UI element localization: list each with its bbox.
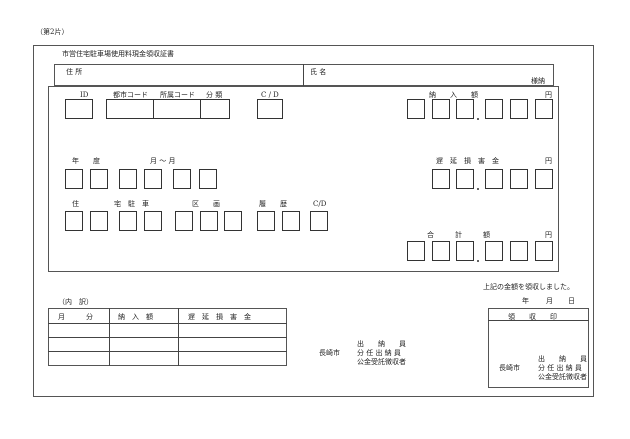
section-label: 区 画: [192, 200, 220, 208]
history-digit-2[interactable]: [282, 211, 300, 231]
stamp-box: [488, 308, 589, 388]
sheet-number: （第2片）: [36, 28, 69, 36]
table-col-divider: [178, 308, 179, 366]
official-city: 長崎市: [319, 349, 340, 357]
category-label: 分 類: [206, 91, 223, 99]
comma-mark: [477, 118, 479, 120]
date-day-label: 日: [568, 297, 575, 305]
form-title: 市営住宅駐車場使用料現金領収証書: [62, 50, 174, 58]
date-month-label: 月: [546, 297, 553, 305]
section-digit-2[interactable]: [200, 211, 218, 231]
late-fee-digit-1[interactable]: [432, 169, 450, 189]
table-row-divider: [48, 351, 287, 352]
total-digit-1[interactable]: [407, 241, 425, 261]
form-frame: [33, 45, 594, 397]
cd-field[interactable]: [257, 99, 283, 119]
stamp-divider: [488, 320, 589, 321]
official-line-3: 公金受託徴収者: [357, 358, 406, 366]
housing-digit-1[interactable]: [65, 211, 83, 231]
month-from-digit-2[interactable]: [144, 169, 162, 189]
late-fee-digit-4[interactable]: [510, 169, 528, 189]
id-field[interactable]: [65, 99, 93, 119]
header-payment: 納 入 額: [118, 313, 153, 321]
payment-digit-2[interactable]: [432, 99, 450, 119]
housing-digit-2[interactable]: [90, 211, 108, 231]
id-label: ID: [80, 91, 89, 99]
table-col-divider: [109, 308, 110, 366]
housing-label: 住: [72, 200, 79, 208]
payment-digit-4[interactable]: [485, 99, 503, 119]
header-late-fee: 遅 延 損 害 金: [188, 313, 251, 321]
table-row-divider: [48, 337, 287, 338]
payment-digit-6[interactable]: [535, 99, 553, 119]
table-row-divider: [48, 323, 287, 324]
late-fee-label: 遅 延 損 害 金: [436, 157, 499, 165]
category-field[interactable]: [200, 99, 230, 119]
year-label: 年 度: [72, 157, 100, 165]
receipt-note: 上記の金額を領収しました。: [483, 283, 574, 291]
month-from-digit-1[interactable]: [119, 169, 137, 189]
affiliation-code-field[interactable]: [153, 99, 201, 119]
total-digit-4[interactable]: [485, 241, 503, 261]
city-code-field[interactable]: [106, 99, 154, 119]
section-digit-1[interactable]: [175, 211, 193, 231]
header-frame: [54, 64, 554, 86]
late-fee-digit-2[interactable]: [456, 169, 474, 189]
history-digit-1[interactable]: [257, 211, 275, 231]
official-line-1: 出 納 員: [357, 340, 406, 348]
comma-mark: [477, 188, 479, 190]
total-label: 合 計 額: [427, 231, 490, 239]
cd-label: C / D: [261, 91, 279, 99]
parking-label: 宅 駐 車: [114, 200, 149, 208]
year-digit-1[interactable]: [65, 169, 83, 189]
month-range-label: 月 ～ 月: [150, 157, 176, 165]
month-to-digit-1[interactable]: [173, 169, 191, 189]
payment-yen-label: 円: [545, 91, 552, 99]
total-digit-6[interactable]: [535, 241, 553, 261]
parking-digit-2[interactable]: [144, 211, 162, 231]
cd-digit[interactable]: [310, 211, 328, 231]
month-to-digit-2[interactable]: [199, 169, 217, 189]
honorific-label: 様納: [531, 77, 545, 85]
stamp-line-2: 分 任 出 納 員: [538, 364, 582, 372]
year-digit-2[interactable]: [90, 169, 108, 189]
payment-digit-3[interactable]: [456, 99, 474, 119]
history-label: 履 歴: [259, 200, 287, 208]
total-yen-label: 円: [545, 231, 552, 239]
payment-digit-1[interactable]: [407, 99, 425, 119]
comma-mark: [477, 260, 479, 262]
address-label: 住 所: [66, 68, 83, 76]
stamp-line-3: 公金受託徴収者: [538, 373, 587, 381]
late-fee-digit-3[interactable]: [485, 169, 503, 189]
name-label: 氏 名: [310, 68, 327, 76]
total-digit-3[interactable]: [456, 241, 474, 261]
header-month: 月 分: [58, 313, 93, 321]
date-year-label: 年: [522, 297, 529, 305]
section-digit-3[interactable]: [224, 211, 242, 231]
late-fee-yen-label: 円: [545, 157, 552, 165]
total-digit-5[interactable]: [510, 241, 528, 261]
entry-frame: [48, 86, 559, 272]
city-code-label: 都市コード: [113, 91, 148, 99]
breakdown-title: （内 訳）: [58, 298, 93, 306]
stamp-title: 領 収 印: [508, 313, 557, 321]
parking-digit-1[interactable]: [119, 211, 137, 231]
payment-digit-5[interactable]: [510, 99, 528, 119]
header-divider: [303, 64, 304, 86]
payment-amount-label: 納 入 額: [429, 91, 478, 99]
stamp-city: 長崎市: [499, 364, 520, 372]
total-digit-2[interactable]: [432, 241, 450, 261]
official-line-2: 分 任 出 納 員: [357, 349, 401, 357]
late-fee-digit-5[interactable]: [535, 169, 553, 189]
cd-label-2: C/D: [313, 200, 327, 208]
affiliation-code-label: 所属コード: [160, 91, 195, 99]
stamp-line-1: 出 納 員: [538, 355, 587, 363]
